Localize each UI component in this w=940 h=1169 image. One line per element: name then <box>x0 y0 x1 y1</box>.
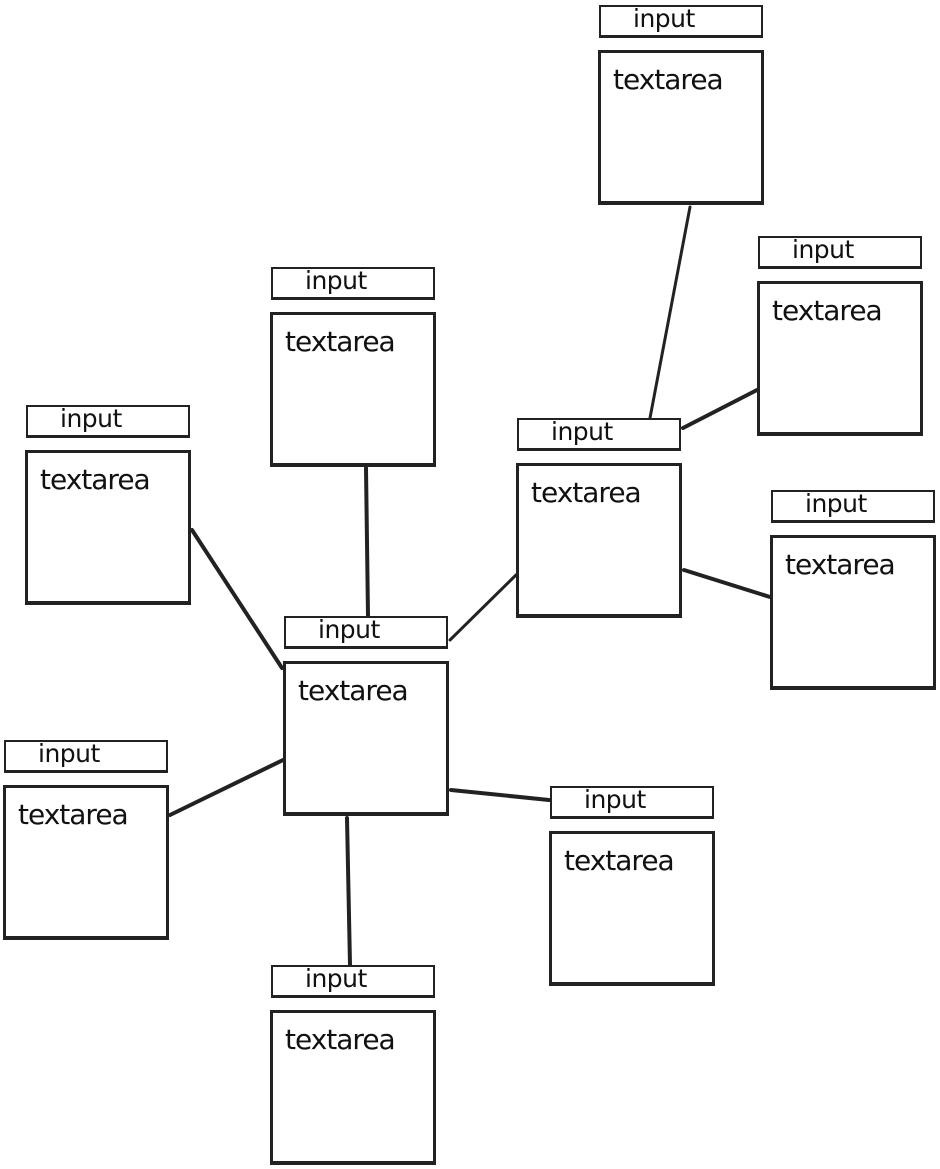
input-field[interactable]: input <box>4 739 168 773</box>
textarea-label: textarea <box>285 1023 396 1056</box>
edge-hub-to-top-right <box>648 205 692 420</box>
edge-center-to-hub <box>448 573 518 642</box>
textarea-field[interactable]: textarea <box>283 661 449 816</box>
textarea-label: textarea <box>613 63 724 96</box>
edge-hub-to-right <box>681 388 759 430</box>
input-label: input <box>584 785 646 814</box>
textarea-field[interactable]: textarea <box>770 535 936 690</box>
edge-center-to-far-left <box>168 758 285 817</box>
textarea-field[interactable]: textarea <box>3 785 169 940</box>
textarea-field[interactable]: textarea <box>25 450 191 605</box>
input-label: input <box>305 964 367 993</box>
input-field[interactable]: input <box>284 615 448 649</box>
textarea-label: textarea <box>564 844 675 877</box>
input-label: input <box>805 489 867 518</box>
edge-center-to-top <box>364 466 370 618</box>
edge-center-to-bottom <box>345 816 352 967</box>
input-label: input <box>633 4 695 33</box>
edge-center-to-bottom-right <box>449 788 551 802</box>
input-label: input <box>305 266 367 295</box>
textarea-label: textarea <box>772 294 883 327</box>
input-label: input <box>60 404 122 433</box>
textarea-label: textarea <box>785 548 896 581</box>
input-field[interactable]: input <box>26 404 190 438</box>
input-label: input <box>318 615 380 644</box>
textarea-label: textarea <box>40 463 151 496</box>
textarea-field[interactable]: textarea <box>516 463 682 618</box>
textarea-label: textarea <box>18 798 129 831</box>
edge-center-to-left <box>190 528 284 670</box>
textarea-field[interactable]: textarea <box>598 50 764 205</box>
textarea-field[interactable]: textarea <box>757 281 923 436</box>
textarea-label: textarea <box>285 325 396 358</box>
input-field[interactable]: input <box>758 235 922 269</box>
input-label: input <box>38 739 100 768</box>
textarea-field[interactable]: textarea <box>270 1010 436 1165</box>
input-label: input <box>551 417 613 446</box>
textarea-field[interactable]: textarea <box>549 831 715 986</box>
textarea-field[interactable]: textarea <box>270 312 436 467</box>
input-label: input <box>792 235 854 264</box>
input-field[interactable]: input <box>271 266 435 300</box>
textarea-label: textarea <box>531 476 642 509</box>
textarea-label: textarea <box>298 674 409 707</box>
input-field[interactable]: input <box>599 4 763 38</box>
input-field[interactable]: input <box>771 489 935 523</box>
input-field[interactable]: input <box>550 785 714 819</box>
edge-hub-to-far-right <box>682 568 772 599</box>
input-field[interactable]: input <box>271 964 435 998</box>
input-field[interactable]: input <box>517 417 681 451</box>
